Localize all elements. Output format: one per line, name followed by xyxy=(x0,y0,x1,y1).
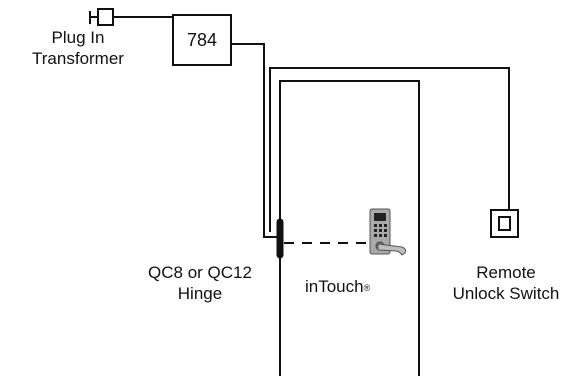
transformer-label-line2: Transformer xyxy=(32,49,124,68)
plug-transformer-icon xyxy=(89,8,114,26)
controller-box: 784 xyxy=(172,14,232,66)
hinge-label-line2: Hinge xyxy=(177,284,223,303)
wire-controller-to-hinge xyxy=(232,43,280,238)
switch-label-line1: Remote xyxy=(476,263,536,282)
controller-label: 784 xyxy=(186,29,218,50)
hinge-label-line1: QC8 or QC12 xyxy=(148,263,252,282)
lock-label-text: inTouch xyxy=(305,277,364,296)
hinge-label: QC8 or QC12 Hinge xyxy=(130,262,270,304)
switch-label-line2: Unlock Switch xyxy=(452,284,560,303)
lock-icon xyxy=(369,208,407,256)
switch-label: Remote Unlock Switch xyxy=(444,262,568,304)
remote-switch-icon xyxy=(490,209,519,238)
lock-label: inTouch® xyxy=(305,276,370,297)
registered-mark: ® xyxy=(363,283,371,293)
transformer-label-line1: Plug In xyxy=(51,28,105,47)
door-outline xyxy=(279,80,420,376)
wire-hinge-to-switch xyxy=(269,67,510,232)
transformer-label: Plug In Transformer xyxy=(28,27,128,69)
